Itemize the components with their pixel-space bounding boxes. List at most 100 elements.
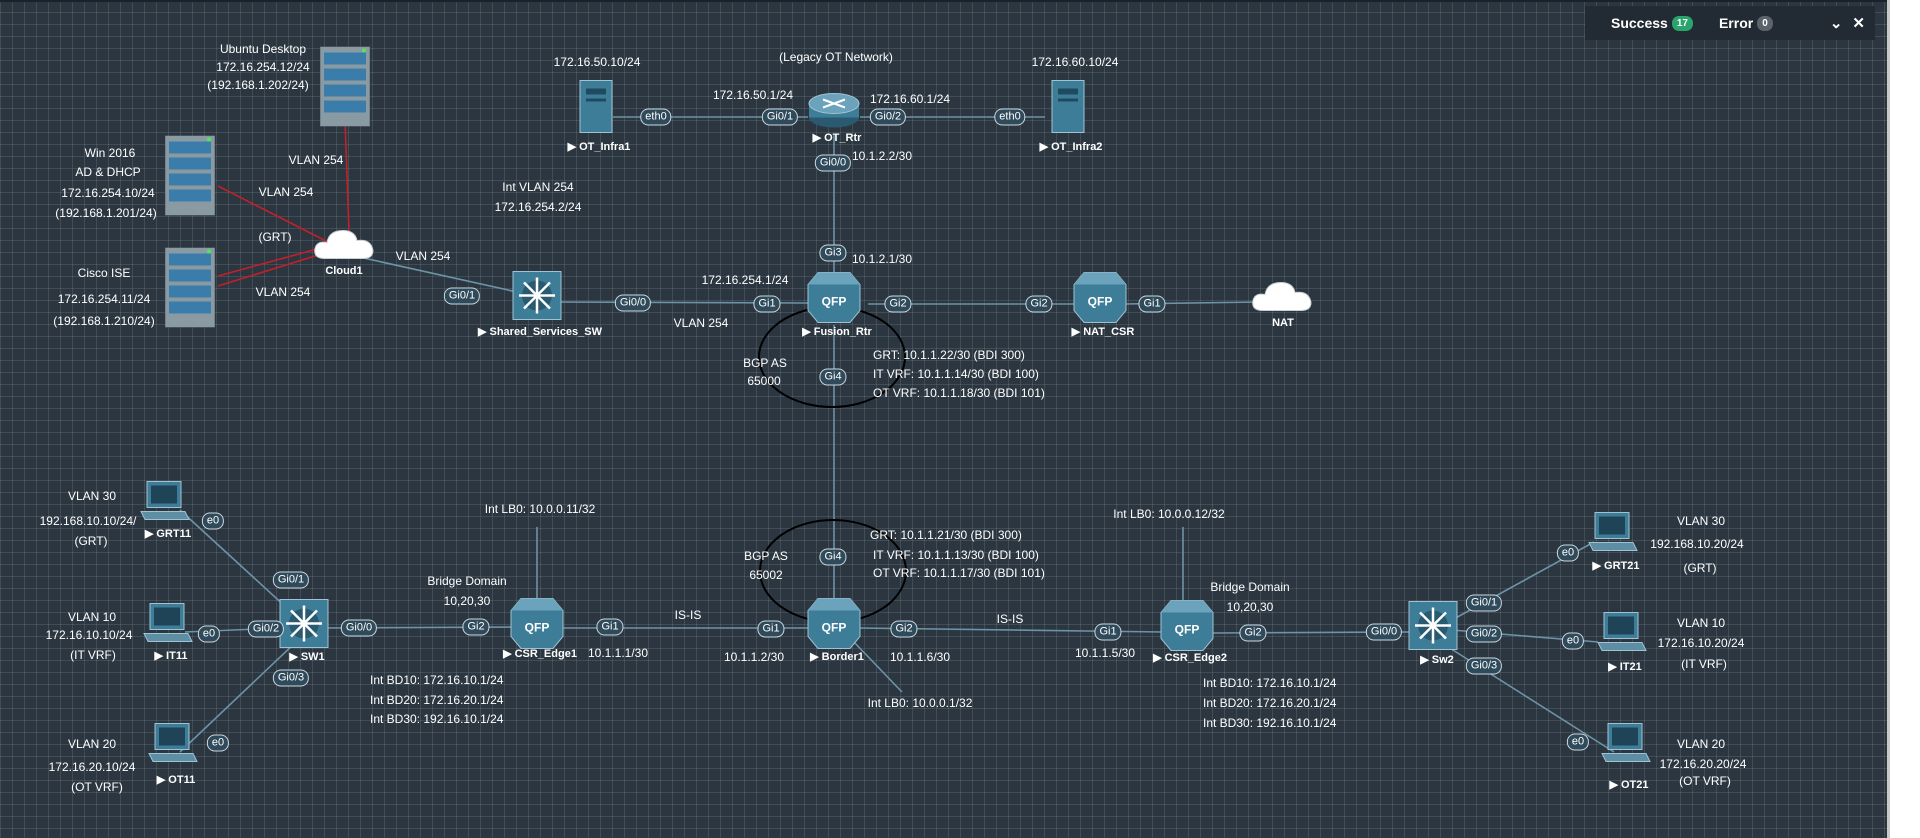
ip-1-1-label: 10.1.1.1/30 [587,646,649,660]
int-vlan254-ip-label: 172.16.254.2/24 [494,200,582,214]
port-ot11-e0[interactable]: e0 [206,734,230,752]
close-icon[interactable]: ✕ [1852,15,1865,32]
link-win-cloud1[interactable] [217,185,329,243]
port-otrtr-gi02[interactable]: Gi0/2 [869,108,907,126]
port-border1-gi4[interactable]: Gi4 [819,548,847,566]
port-edge1-gi1[interactable]: Gi1 [596,618,624,636]
tower-server-icon [1051,80,1085,133]
node-label-ot11: ▶ OT11 [156,774,196,786]
vertical-scrollbar[interactable] [1887,0,1890,838]
port-shared-gi00[interactable]: Gi0/0 [614,294,652,312]
ubuntu-desktop-node[interactable] [319,46,371,132]
port-sw1-gi00[interactable]: Gi0/0 [340,619,378,637]
port-border1-gi2[interactable]: Gi2 [890,620,918,638]
port-sw1-gi02[interactable]: Gi0/2 [247,620,285,638]
svg-text:QFP: QFP [1088,295,1113,309]
ot-infra2-node[interactable] [1050,79,1086,140]
server-icon [319,46,371,127]
nat-csr-node[interactable]: QFP [1072,271,1128,330]
grt11-node[interactable] [139,480,191,527]
port-fusion-gi1[interactable]: Gi1 [753,295,781,313]
ip-50-1-label: 172.16.50.1/24 [712,88,794,102]
bgp-as-65002-num: 65002 [749,568,783,582]
port-sw1-gi03[interactable]: Gi0/3 [272,669,310,687]
node-label-text: OT_Infra1 [579,141,631,153]
node-label-ot21: ▶ OT21 [1609,779,1649,791]
ubuntu-ip-label: 172.16.254.12/24 [216,60,310,74]
link-ubuntu-cloud1[interactable] [344,119,350,233]
port-edge1-gi2[interactable]: Gi2 [462,618,490,636]
port-cloud1-gi01[interactable]: Gi0/1 [443,287,481,305]
vlan254-cloud-label: VLAN 254 [395,249,451,263]
link-cloud1-shared[interactable] [349,254,536,297]
bgp-as-65002-label: BGP AS [744,549,788,563]
ot-rtr-node[interactable] [807,90,861,135]
link-ot11-sw1[interactable] [179,641,297,753]
port-infra1-eth0[interactable]: eth0 [640,108,672,126]
node-label-nat-csr: ▶ NAT_CSR [1071,326,1135,338]
port-otrtr-gi00[interactable]: Gi0/0 [814,154,852,172]
shared-services-sw-node[interactable] [511,270,563,327]
port-it21-e0[interactable]: e0 [1561,632,1585,650]
border1-node[interactable]: QFP [806,597,862,656]
node-label-text: CSR_Edge2 [1164,652,1227,664]
edge2-bd30-label: Int BD30: 192.16.10.1/24 [1203,716,1337,730]
node-label-text: Border1 [821,651,864,663]
port-fusion-gi4[interactable]: Gi4 [819,368,847,386]
cloud1-node[interactable] [313,225,375,268]
chevron-down-icon[interactable]: ⌄ [1829,15,1843,32]
node-label-sw2: ▶ Sw2 [1420,654,1454,666]
sw2-node[interactable] [1407,600,1459,657]
port-sw2-gi01[interactable]: Gi0/1 [1465,594,1503,612]
ot-infra1-node[interactable] [578,79,614,140]
bgp-as-65000-label: BGP AS [743,356,787,370]
port-grt11-e0[interactable]: e0 [201,512,225,530]
pc-icon [1601,723,1651,762]
csr-edge2-node[interactable]: QFP [1159,599,1215,658]
port-ot21-e0[interactable]: e0 [1566,733,1590,751]
port-natcsr-gi1[interactable]: Gi1 [1138,295,1166,313]
bridge-domain2-label: Bridge Domain [1210,580,1290,594]
win2016-node[interactable] [164,135,216,221]
bridge-domain1-ids: 10,20,30 [443,594,491,608]
grt21-node[interactable] [1587,511,1639,558]
port-natcsr-gi2[interactable]: Gi2 [1025,295,1053,313]
ise-name-label: Cisco ISE [77,266,131,280]
node-label-csr-edge1: ▶ CSR_Edge1 [503,648,577,660]
nat-cloud-node[interactable] [1251,277,1313,320]
ot21-node[interactable] [1600,722,1652,769]
csr-edge1-node[interactable]: QFP [509,597,565,656]
port-infra2-eth0[interactable]: eth0 [994,108,1026,126]
port-edge2-gi1[interactable]: Gi1 [1094,623,1122,641]
port-sw1-gi01[interactable]: Gi0/1 [272,571,310,589]
port-border1-gi1[interactable]: Gi1 [757,620,785,638]
port-sw2-gi03[interactable]: Gi0/3 [1465,657,1503,675]
port-otrtr-gi01[interactable]: Gi0/1 [761,108,799,126]
link-ise-cloud1[interactable] [217,251,329,287]
port-fusion-gi2[interactable]: Gi2 [884,295,912,313]
link-ise-cloud1-b[interactable] [217,245,329,277]
port-grt21-e0[interactable]: e0 [1556,544,1580,562]
it11-node[interactable] [142,602,194,649]
node-label-text: OT_Infra2 [1051,141,1103,153]
it21-node[interactable] [1596,611,1648,658]
edge2-bd20-label: Int BD20: 172.16.20.1/24 [1203,696,1337,710]
port-it11-e0[interactable]: e0 [197,625,221,643]
error-count-badge: 0 [1757,15,1773,31]
bridge-domain2-ids: 10,20,30 [1226,600,1274,614]
fusion-rtr-node[interactable]: QFP [806,271,862,330]
error-label: Error [1718,15,1754,31]
sw1-node[interactable] [278,598,330,655]
success-counter[interactable]: Success 17 [1611,15,1693,31]
port-fusion-gi3[interactable]: Gi3 [819,244,847,262]
port-sw2-gi00[interactable]: Gi0/0 [1365,623,1403,641]
port-edge2-gi2[interactable]: Gi2 [1239,624,1267,642]
cisco-ise-node[interactable] [164,247,216,333]
error-counter[interactable]: Error 0 [1719,15,1773,31]
ot11-node[interactable] [147,722,199,769]
port-sw2-gi02[interactable]: Gi0/2 [1465,625,1503,643]
node-label-fusion-rtr: ▶ Fusion_Rtr [802,326,872,338]
vlan254-win-label: VLAN 254 [258,185,314,199]
